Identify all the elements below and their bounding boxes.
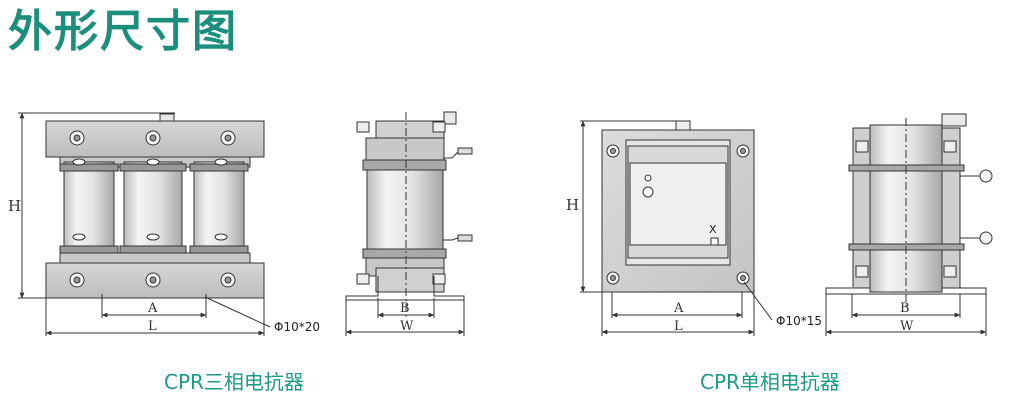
caption-single-phase: CPR单相电抗器 (700, 370, 840, 394)
dim-h-label: H (8, 197, 21, 215)
dim-l-label: L (148, 319, 157, 334)
dim-w-label: W (400, 319, 414, 334)
single-phase-side-view (825, 113, 993, 336)
single-phase-front-view (580, 120, 773, 336)
hole-spec-single-phase: Φ10*15 (776, 314, 822, 328)
hole-spec-three-phase: Φ10*20 (274, 320, 320, 334)
dim-b-label: B (400, 301, 410, 316)
dim-w-label-single: W (900, 319, 914, 334)
dim-b-label-single: B (900, 301, 910, 316)
terminal-x-label: X (709, 223, 717, 236)
page-title: 外形尺寸图 (8, 6, 238, 57)
dim-h-label-single: H (566, 196, 579, 214)
three-phase-side-view (345, 111, 473, 336)
dim-a-label-single: A (673, 301, 684, 316)
caption-three-phase: CPR三相电抗器 (164, 370, 304, 394)
dim-l-label-single: L (674, 319, 683, 334)
dim-a-label: A (147, 301, 158, 316)
three-phase-front-view (18, 112, 271, 336)
bolt-icon (69, 130, 236, 146)
